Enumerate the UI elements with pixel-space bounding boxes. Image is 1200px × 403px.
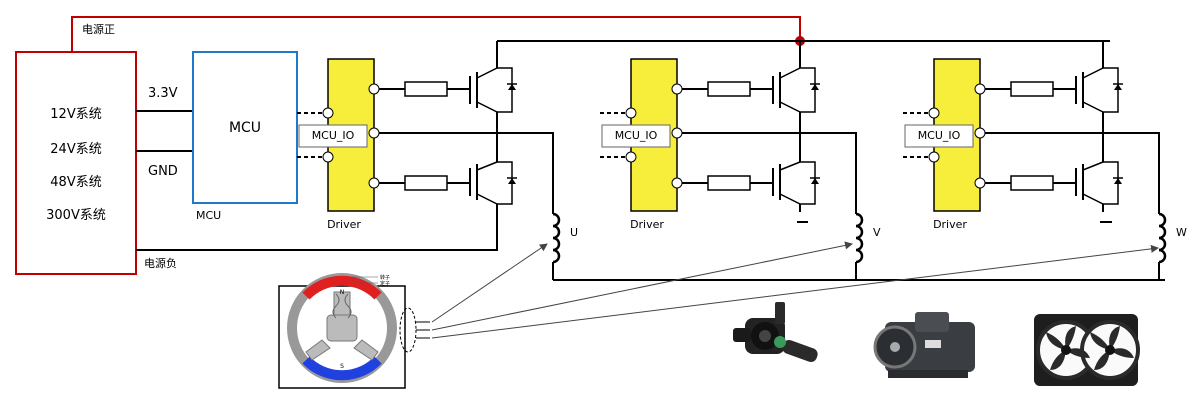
pole-s-label: S: [340, 363, 344, 370]
coil-label: V: [873, 226, 881, 239]
motor-coil: [855, 212, 864, 280]
mcu-io-label: MCU_IO: [918, 129, 961, 142]
motor-sketch: N S 转子 定子: [278, 273, 430, 389]
mcu-box-label: MCU: [229, 120, 261, 136]
gate-resistor-low: [707, 175, 751, 191]
power-negative-label: 电源负: [144, 256, 177, 270]
coil-label: W: [1176, 226, 1187, 239]
gate-resistor-low: [404, 175, 448, 191]
mcu-io-label: MCU_IO: [312, 129, 355, 142]
mcu-io-label: MCU_IO: [615, 129, 658, 142]
coil-label: U: [570, 226, 578, 239]
power-rail-negative: [136, 212, 498, 251]
power-supply-box: [15, 51, 137, 275]
phase-leg: [903, 41, 1167, 280]
igbt-low: [469, 161, 517, 212]
tiny-label-rotor: 转子: [380, 274, 390, 281]
driver-label: Driver: [630, 218, 664, 231]
system-300v: 300V系统: [46, 208, 106, 223]
mcu-box: [192, 51, 298, 204]
power-rail-positive: [71, 16, 805, 52]
coil-arrows: [431, 241, 1159, 339]
phase-leg: [600, 41, 864, 280]
motor-coil: [552, 212, 561, 280]
pump-image: [733, 302, 818, 363]
gate-resistor-high: [404, 81, 448, 97]
mcu-supply-label: 3.3V: [148, 86, 178, 101]
pole-n-label: N: [340, 289, 345, 296]
igbt-low: [1075, 161, 1123, 212]
phase-leg: [297, 41, 561, 280]
tiny-label-stator: 定子: [380, 280, 390, 287]
mcu-caption: MCU: [196, 209, 221, 222]
igbt-high: [772, 67, 820, 118]
fan-image: [1034, 314, 1140, 386]
igbt-low: [772, 161, 820, 212]
mcu-io-box: [601, 124, 671, 148]
motor-coil: [1158, 212, 1167, 280]
motor-image: [873, 312, 975, 378]
power-positive-label: 电源正: [82, 22, 115, 36]
igbt-high: [469, 67, 517, 118]
driver-label: Driver: [327, 218, 361, 231]
gate-resistor-low: [1010, 175, 1054, 191]
mcu-io-box: [904, 124, 974, 148]
gate-resistor-high: [1010, 81, 1054, 97]
gate-resistor-high: [707, 81, 751, 97]
igbt-high: [1075, 67, 1123, 118]
system-48v: 48V系统: [50, 175, 101, 190]
mcu-ground-label: GND: [148, 164, 178, 179]
system-12v: 12V系统: [50, 107, 101, 122]
mcu-io-box: [298, 124, 368, 148]
system-24v: 24V系统: [50, 142, 101, 157]
driver-label: Driver: [933, 218, 967, 231]
